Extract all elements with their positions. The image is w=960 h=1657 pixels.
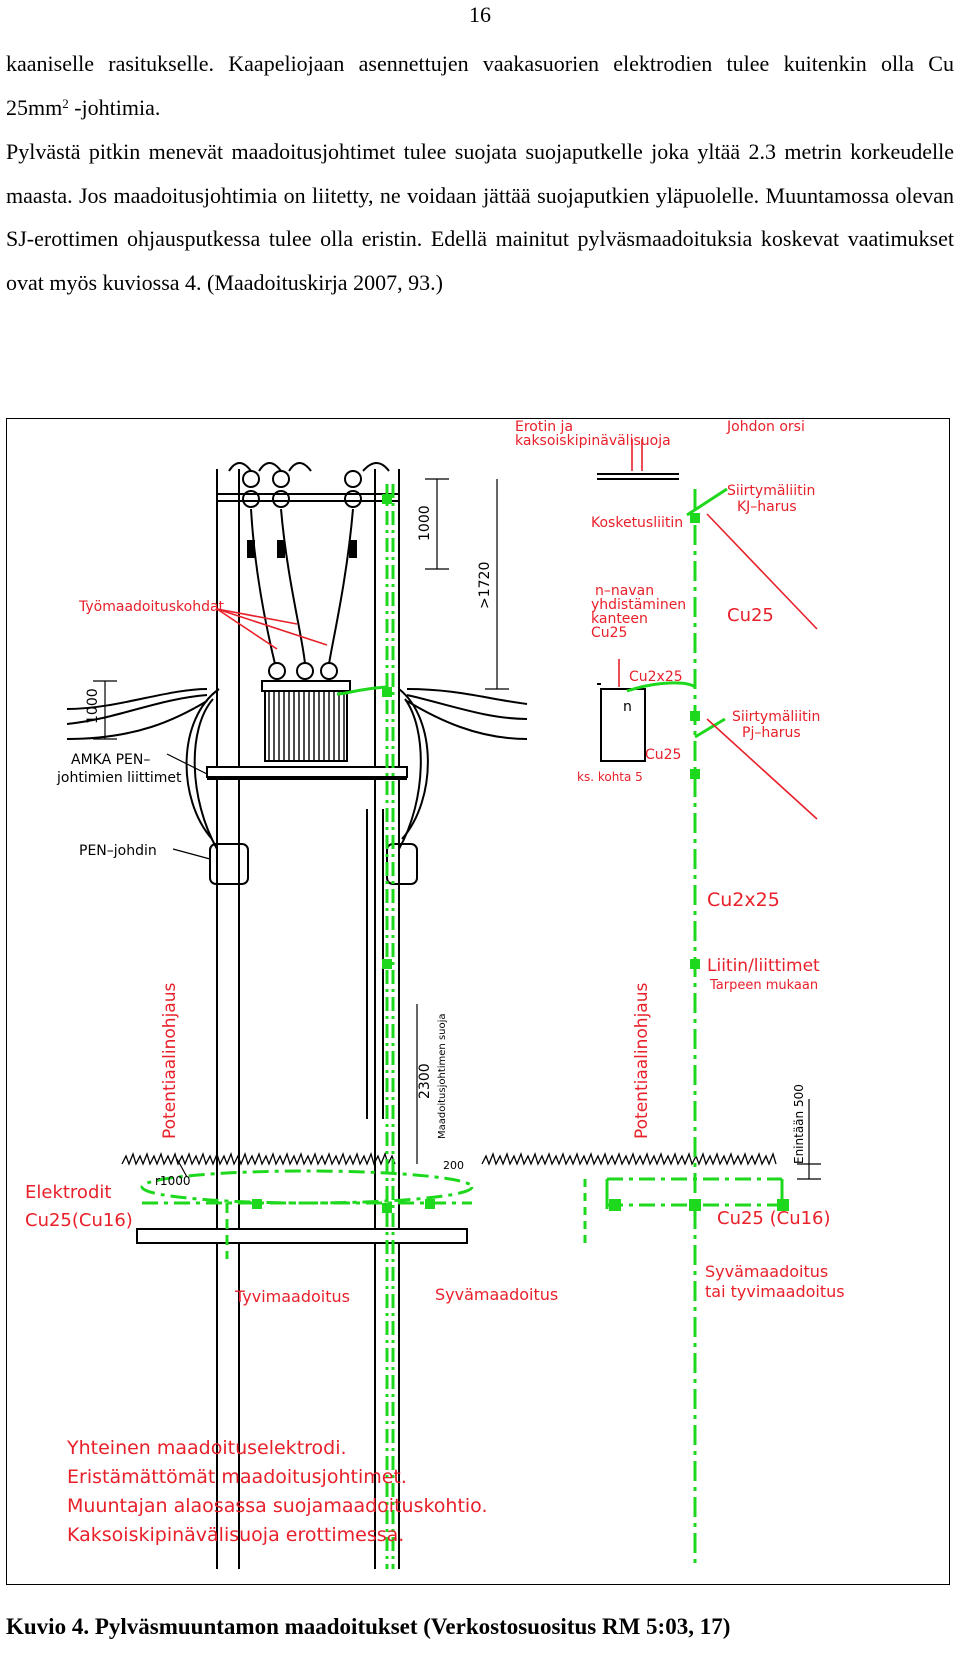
superscript: 2 [62, 95, 69, 111]
note-4: Kaksoiskipinävälisuoja erottimessa. [67, 1524, 404, 1546]
figure-drawing: Erotin ja kaksoiskipinävälisuoja Johdon … [25, 419, 845, 1569]
label-johdon-orsi: Johdon orsi [726, 419, 805, 435]
label-siirtyma1a: Siirtymäliitin [727, 483, 815, 499]
note-1: Yhteinen maadoituselektrodi. [66, 1437, 347, 1459]
label-tyvi: Tyvimaadoitus [234, 1287, 350, 1306]
label-kosketus: Kosketusliitin [591, 515, 683, 531]
label-liitin1: Liitin/liittimet [707, 956, 820, 976]
label-cu25-b: Cu25 [645, 747, 681, 763]
paragraph-1: kaaniselle rasitukselle. Kaapeliojaan as… [6, 42, 954, 129]
label-cu25cu16: Cu25 (Cu16) [717, 1208, 831, 1229]
label-amka1: AMKA PEN– [71, 752, 150, 768]
label-cu2x25-b: Cu2x25 [707, 889, 780, 911]
page-number: 16 [469, 2, 491, 27]
label-enintaan: Enintään 500 [792, 1084, 806, 1164]
label-erotin: Erotin ja [515, 419, 573, 435]
red-markers [216, 439, 818, 820]
label-cu2x25-a: Cu2x25 [629, 669, 683, 685]
label-pen: PEN–johdin [79, 843, 157, 859]
label-amka2: johtimien liittimet [56, 770, 182, 786]
figure-labels-red: Erotin ja kaksoiskipinävälisuoja Johdon … [25, 419, 845, 1546]
figure-caption: Kuvio 4. Pylväsmuuntamon maadoitukset (V… [6, 1614, 731, 1639]
body-text: Pylvästä pitkin menevät maadoitusjohtime… [6, 130, 954, 304]
figure-labels-black: n AMKA PEN– johtimien liittimet PEN–johd… [56, 505, 806, 1188]
label-dim-1000-left: 1000 [85, 688, 101, 724]
label-r1000: r1000 [155, 1174, 190, 1188]
label-npavan4: Cu25 [591, 625, 627, 641]
note-3: Muuntajan alaosassa suojamaadoituskohtio… [67, 1495, 488, 1517]
label-cu25-a: Cu25 [727, 605, 774, 626]
label-syva: Syvämaadoitus [435, 1285, 558, 1304]
label-syva2a: Syvämaadoitus [705, 1262, 828, 1281]
label-dim-1720: >1720 [477, 562, 493, 609]
label-dim-1000-top: 1000 [417, 505, 433, 541]
grounding-figure: Erotin ja kaksoiskipinävälisuoja Johdon … [6, 418, 950, 1585]
label-npavan3: kanteen [591, 611, 648, 627]
grounding-connectors [252, 494, 789, 1213]
label-siirtyma1b: KJ–harus [737, 499, 797, 515]
label-pot-left: Potentiaalinohjaus [160, 983, 180, 1139]
label-siirtyma2b: Pj–harus [742, 725, 801, 741]
label-syva2b: tai tyvimaadoitus [705, 1282, 845, 1301]
label-200: 200 [443, 1159, 464, 1172]
label-kaksois: kaksoiskipinävälisuoja [515, 433, 671, 449]
label-siirtyma2a: Siirtymäliitin [732, 709, 820, 725]
paragraph-1-text: kaaniselle rasitukselle. Kaapeliojaan as… [6, 51, 954, 120]
label-ks-kohta: ks. kohta 5 [577, 770, 643, 784]
pole-structure [66, 462, 821, 1569]
label-elektrodit2: Cu25(Cu16) [25, 1210, 133, 1231]
paragraph-1-end: -johtimia. [74, 94, 161, 120]
label-pot-right: Potentiaalinohjaus [632, 983, 652, 1139]
label-npavan1: n–navan [595, 583, 654, 599]
label-suoja: Maadoitusjohtimen suoja [437, 1013, 448, 1139]
label-elektrodit1: Elektrodit [25, 1182, 111, 1203]
note-2: Eristämättömät maadoitusjohtimet. [67, 1466, 407, 1488]
label-npavan2: yhdistäminen [591, 597, 686, 613]
label-liitin2: Tarpeen mukaan [709, 978, 818, 993]
label-dim-2300: 2300 [417, 1063, 433, 1099]
paragraph-2: Pylvästä pitkin menevät maadoitusjohtime… [6, 139, 954, 295]
label-n: n [623, 699, 632, 715]
label-tyomaa: Työmaadoituskohdat [78, 599, 225, 615]
